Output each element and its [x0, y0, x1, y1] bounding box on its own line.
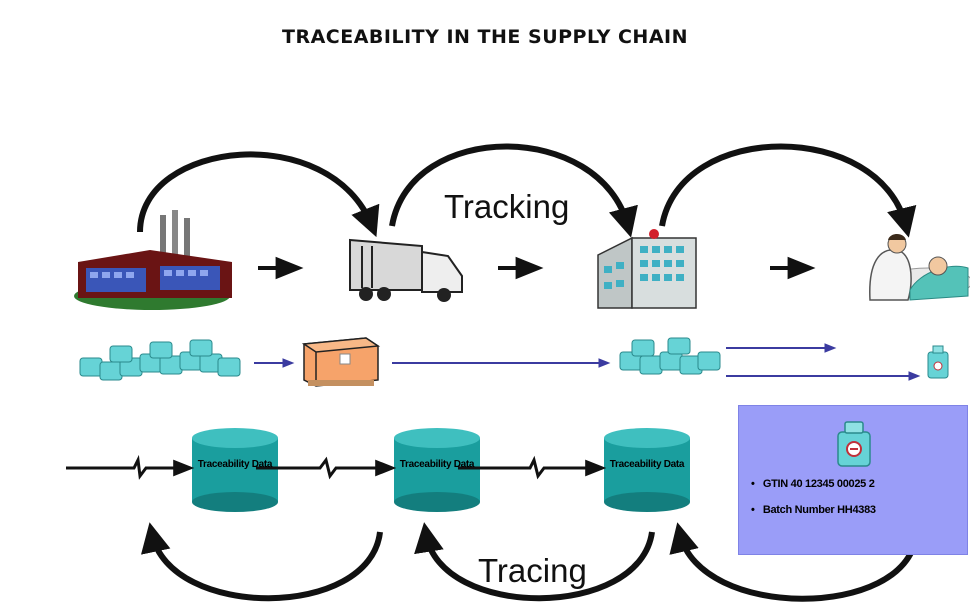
- hospital-icon: [597, 229, 697, 309]
- truck-icon: [349, 238, 463, 302]
- page-title: TRACEABILITY IN THE SUPPLY CHAIN: [281, 26, 689, 48]
- traceability-databases: [192, 428, 690, 512]
- database-cylinder-3: [604, 428, 690, 512]
- product-bottles-group-2: [619, 337, 721, 375]
- database-cylinder-2: [394, 428, 480, 512]
- database-cylinder-1: [192, 428, 278, 512]
- medicine-bottle-icon: [837, 421, 871, 467]
- tracing-arc-3: [669, 522, 919, 602]
- batch-number-text: Batch Number HH4383: [762, 504, 876, 516]
- data-transfer-arrows: [66, 454, 607, 480]
- tracking-arc-truck-hospital: [389, 143, 638, 238]
- tracing-arc-1: [141, 522, 383, 602]
- info-line-gtin: • GTIN 40 12345 00025 2: [751, 478, 875, 490]
- info-line-batch: • Batch Number HH4383: [751, 504, 876, 516]
- single-bottle-icon: [927, 345, 949, 379]
- data-arrow-3: [458, 455, 607, 480]
- doctor-patient-icon: [869, 234, 970, 301]
- tracking-arcs: [137, 143, 917, 238]
- database-label-3: Traceability Data: [609, 459, 685, 470]
- database-label-2: Traceability Data: [399, 459, 475, 470]
- tracking-arc-hospital-patient: [659, 143, 917, 238]
- product-bottles-group-1: [79, 339, 241, 381]
- tracing-label: Tracing: [478, 552, 587, 589]
- tracing-arcs: [141, 522, 919, 602]
- tracking-label: Tracking: [444, 188, 570, 225]
- product-info-box: • GTIN 40 12345 00025 2 • Batch Number H…: [738, 405, 968, 555]
- factory-icon: [74, 210, 232, 310]
- data-arrow-1: [66, 454, 195, 480]
- tracking-arc-factory-truck: [137, 151, 380, 238]
- tracing-arc-2: [414, 522, 655, 602]
- shipping-box-icon: [301, 337, 381, 387]
- database-label-1: Traceability Data: [197, 459, 273, 470]
- data-arrow-2: [256, 456, 397, 480]
- gtin-text: GTIN 40 12345 00025 2: [762, 478, 875, 490]
